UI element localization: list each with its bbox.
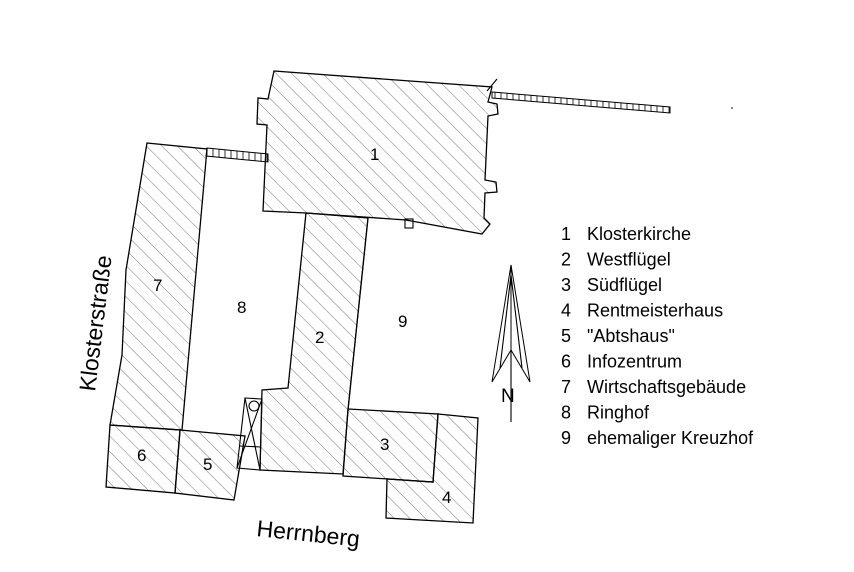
connector-passage (236, 397, 263, 471)
legend-item-2-name: Westflügel (587, 250, 671, 270)
street-west-label: Klosterstraße (74, 254, 116, 393)
legend-item-1-number: 1 (561, 224, 571, 244)
legend-item-6-number: 6 (561, 352, 571, 372)
legend-item-3-number: 3 (561, 275, 571, 295)
courtyard-boundary (347, 217, 369, 410)
north-arrow-label: N (501, 386, 515, 407)
building-5-outline (174, 429, 246, 501)
building-1-outline (256, 70, 499, 235)
building-2-number: 2 (315, 328, 324, 347)
building-3-outline (342, 408, 439, 483)
legend-item-1-name: Klosterkirche (587, 224, 691, 244)
legend-item-5-name: "Abtshaus" (587, 326, 675, 346)
building-7-number: 7 (153, 276, 162, 295)
legend-item-7-name: Wirtschaftsgebäude (587, 377, 746, 397)
legend-item-6-name: Infozentrum (587, 352, 682, 372)
legend-item-8-name: Ringhof (587, 403, 650, 423)
legend-item-8-number: 8 (561, 403, 571, 423)
building-6-number: 6 (137, 446, 146, 465)
legend-item-4-number: 4 (561, 301, 571, 321)
building-4-outline (385, 413, 479, 524)
building-1-number: 1 (370, 145, 379, 164)
building-4-number: 4 (442, 488, 451, 507)
church-buttress (404, 218, 414, 229)
building-9-number: 9 (398, 312, 407, 331)
building-3-number: 3 (380, 435, 389, 454)
north-wall (205, 147, 269, 163)
building-5-number: 5 (203, 455, 212, 474)
legend-item-4-name: Rentmeisterhaus (587, 301, 723, 321)
legend-item-9-number: 9 (561, 428, 571, 448)
east-wall (491, 91, 671, 114)
legend: 1 Klosterkirche 2 Westflügel 3 Südflügel 4 Rent… (561, 224, 754, 448)
legend-item-9-name: ehemaliger Kreuzhof (587, 428, 754, 448)
east-wall-stub (486, 78, 498, 92)
legend-item-2-number: 2 (561, 250, 571, 270)
map-speck (731, 107, 733, 109)
legend-item-3-name: Südflügel (587, 275, 662, 295)
north-arrow: N (491, 264, 531, 422)
street-south-label: Herrnberg (255, 515, 361, 552)
legend-item-7-number: 7 (561, 377, 571, 397)
legend-item-5-number: 5 (561, 326, 571, 346)
building-8-number: 8 (237, 298, 246, 317)
